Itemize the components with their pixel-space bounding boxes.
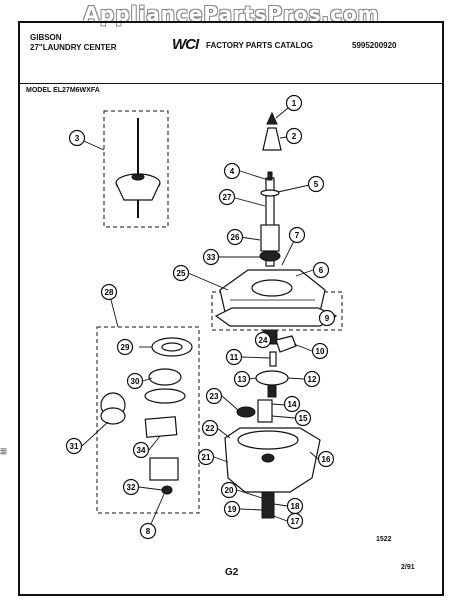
bearing-group — [100, 337, 193, 495]
callout-label: 19 — [228, 505, 237, 514]
callout-2: 2 — [285, 127, 303, 145]
model-label: MODEL EL27M6WXFA — [26, 87, 100, 94]
callout-14: 14 — [283, 395, 301, 413]
callout-23: 23 — [205, 387, 223, 405]
drive-shaft — [259, 171, 281, 267]
callout-12: 12 — [303, 370, 321, 388]
catalog-title: FACTORY PARTS CATALOG — [206, 41, 313, 50]
callout-label: 13 — [238, 375, 247, 384]
callout-6: 6 — [312, 261, 330, 279]
callout-label: 11 — [230, 353, 239, 362]
page-frame — [18, 21, 444, 596]
callout-19: 19 — [223, 500, 241, 518]
callout-label: 34 — [137, 446, 146, 455]
gasket — [214, 307, 338, 327]
wci-logo: WCI — [172, 36, 199, 53]
callout-18: 18 — [286, 497, 304, 515]
callout-label: 22 — [206, 424, 215, 433]
callout-label: 24 — [259, 336, 268, 345]
callout-label: 30 — [131, 377, 140, 386]
callout-9: 9 — [318, 309, 336, 327]
callout-7: 7 — [288, 226, 306, 244]
brand-name: GIBSON — [30, 33, 62, 42]
callout-label: 7 — [295, 231, 300, 240]
callout-5: 5 — [307, 175, 325, 193]
callout-label: 1 — [292, 99, 297, 108]
brand-block: GIBSON 27"LAUNDRY CENTER — [30, 33, 116, 53]
agitator-cap — [262, 111, 282, 151]
callout-label: 32 — [127, 483, 136, 492]
callout-label: 12 — [308, 375, 317, 384]
callout-8: 8 — [139, 522, 157, 540]
page-number: G2 — [225, 567, 239, 578]
revision-date: 2/91 — [401, 564, 415, 571]
callout-22: 22 — [201, 419, 219, 437]
callout-20: 20 — [220, 481, 238, 499]
callout-10: 10 — [311, 342, 329, 360]
callout-13: 13 — [233, 370, 251, 388]
callout-21: 21 — [197, 448, 215, 466]
callout-label: 4 — [230, 167, 235, 176]
binding-mark: |||| — [0, 448, 6, 455]
callout-label: 15 — [299, 414, 308, 423]
callout-label: 14 — [288, 400, 297, 409]
callout-25: 25 — [172, 264, 190, 282]
callout-4: 4 — [223, 162, 241, 180]
callout-17: 17 — [286, 512, 304, 530]
callout-11: 11 — [225, 348, 243, 366]
callout-16: 16 — [317, 450, 335, 468]
callout-label: 9 — [325, 314, 330, 323]
callout-label: 3 — [75, 134, 80, 143]
callout-label: 27 — [223, 193, 232, 202]
group-box-3 — [103, 110, 169, 228]
group-box-28 — [96, 326, 200, 514]
callout-28: 28 — [100, 283, 118, 301]
callout-26: 26 — [226, 228, 244, 246]
callout-label: 21 — [202, 453, 211, 462]
product-name: 27"LAUNDRY CENTER — [30, 43, 117, 52]
callout-3: 3 — [68, 129, 86, 147]
callout-label: 8 — [146, 527, 151, 536]
callout-33: 33 — [202, 248, 220, 266]
callout-label: 16 — [322, 455, 331, 464]
callout-label: 31 — [70, 442, 79, 451]
callout-label: 5 — [314, 180, 319, 189]
callout-label: 29 — [121, 343, 130, 352]
callout-24: 24 — [254, 331, 272, 349]
callout-label: 23 — [210, 392, 219, 401]
callout-34: 34 — [132, 441, 150, 459]
callout-label: 10 — [316, 347, 325, 356]
callout-label: 17 — [291, 517, 300, 526]
catalog-number: 5995200920 — [352, 41, 397, 50]
gear-case — [224, 427, 321, 519]
callout-32: 32 — [122, 478, 140, 496]
callout-label: 18 — [291, 502, 300, 511]
agitator-assembly-inset — [115, 118, 161, 218]
callout-label: 28 — [105, 288, 114, 297]
callout-label: 20 — [225, 486, 234, 495]
callout-30: 30 — [126, 372, 144, 390]
callout-27: 27 — [218, 188, 236, 206]
callout-label: 2 — [292, 132, 297, 141]
callout-label: 26 — [231, 233, 240, 242]
callout-label: 25 — [177, 269, 186, 278]
callout-15: 15 — [294, 409, 312, 427]
callout-1: 1 — [285, 94, 303, 112]
header-divider — [18, 83, 444, 84]
diagram-code: 1522 — [376, 536, 392, 543]
callout-29: 29 — [116, 338, 134, 356]
callout-31: 31 — [65, 437, 83, 455]
transmission-cover — [219, 269, 326, 313]
callout-label: 6 — [319, 266, 324, 275]
callout-label: 33 — [207, 253, 216, 262]
